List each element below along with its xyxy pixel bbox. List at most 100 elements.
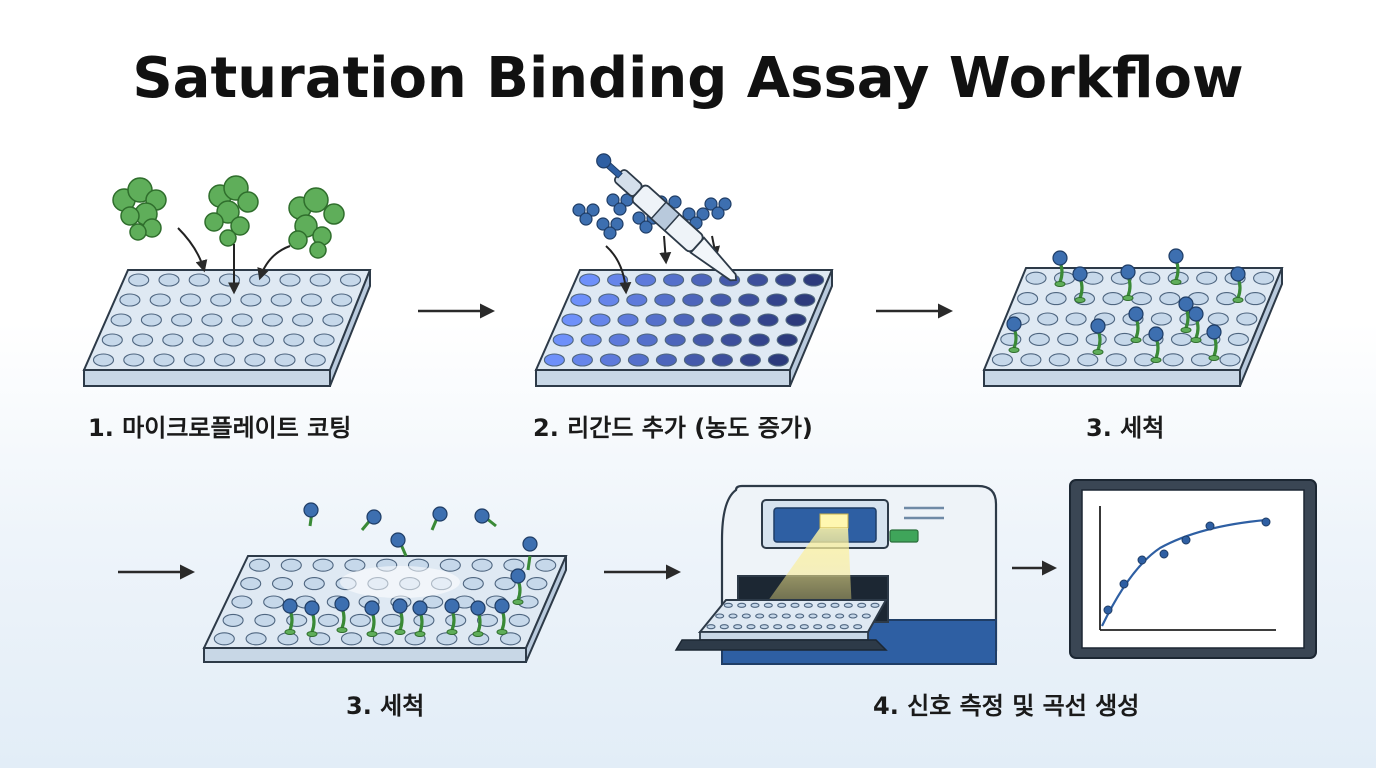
- well: [1000, 332, 1022, 346]
- well: [110, 313, 132, 327]
- well: [739, 353, 761, 367]
- well: [711, 353, 733, 367]
- well: [249, 273, 271, 287]
- well: [162, 333, 184, 347]
- well: [552, 333, 574, 347]
- microplate-2: [534, 269, 834, 387]
- well: [1025, 271, 1047, 285]
- well: [579, 273, 601, 287]
- well: [153, 353, 175, 367]
- well: [245, 632, 267, 646]
- well: [372, 632, 394, 646]
- well: [720, 333, 742, 347]
- well: [1150, 312, 1172, 326]
- well: [263, 595, 285, 609]
- well: [1037, 312, 1059, 326]
- well: [691, 273, 713, 287]
- well: [571, 353, 593, 367]
- step-2-label: 2. 리간드 추가 (농도 증가): [533, 414, 813, 442]
- well: [599, 353, 621, 367]
- well: [210, 293, 232, 307]
- well: [274, 353, 296, 367]
- well: [300, 293, 322, 307]
- well: [861, 613, 871, 619]
- well: [471, 558, 493, 572]
- well: [244, 353, 266, 367]
- well: [775, 273, 797, 287]
- well: [188, 273, 210, 287]
- well: [741, 613, 751, 619]
- well: [192, 333, 214, 347]
- bound-complex: [412, 600, 428, 637]
- well: [870, 602, 880, 608]
- well: [777, 602, 787, 608]
- data-points: [1103, 517, 1271, 615]
- well: [830, 602, 840, 608]
- well: [626, 293, 648, 307]
- well: [803, 273, 825, 287]
- well: [768, 613, 778, 619]
- bound-complex: [1128, 306, 1144, 343]
- well: [140, 313, 162, 327]
- well: [757, 313, 779, 327]
- well: [201, 313, 223, 327]
- well: [843, 602, 853, 608]
- well: [183, 353, 205, 367]
- well: [535, 558, 557, 572]
- well: [738, 293, 760, 307]
- well: [1085, 332, 1107, 346]
- well: [344, 558, 366, 572]
- bound-complex: [304, 600, 320, 637]
- well: [1162, 353, 1184, 367]
- well: [240, 577, 262, 591]
- step-3-label: 3. 세척: [1086, 414, 1165, 442]
- well: [462, 577, 484, 591]
- well: [322, 313, 344, 327]
- well: [1244, 292, 1266, 306]
- well: [128, 273, 150, 287]
- well: [750, 602, 760, 608]
- well: [101, 333, 123, 347]
- well: [292, 313, 314, 327]
- well: [817, 602, 827, 608]
- well: [715, 613, 725, 619]
- bound-complex: [1006, 316, 1022, 353]
- well: [1065, 312, 1087, 326]
- well: [445, 613, 467, 627]
- well: [381, 613, 403, 627]
- well: [786, 624, 796, 630]
- well: [826, 624, 836, 630]
- bound-complex: [444, 598, 460, 635]
- well: [1130, 292, 1152, 306]
- well: [222, 333, 244, 347]
- bound-complex: [392, 598, 408, 635]
- well: [231, 313, 253, 327]
- well: [240, 293, 262, 307]
- well: [340, 632, 363, 646]
- well: [857, 602, 867, 608]
- well: [1253, 271, 1275, 285]
- well: [728, 613, 738, 619]
- well: [279, 273, 301, 287]
- well: [636, 333, 658, 347]
- well: [839, 624, 849, 630]
- well: [1057, 332, 1079, 346]
- plate-reader-icon: [674, 484, 998, 665]
- step-3b-label: 3. 세척: [346, 692, 425, 720]
- well: [654, 293, 676, 307]
- bound-complex: [1072, 266, 1088, 303]
- well: [499, 632, 522, 646]
- well: [706, 624, 716, 630]
- saturation-curve: [1101, 518, 1267, 627]
- well: [570, 293, 592, 307]
- bound-complex: [282, 598, 298, 635]
- well: [439, 558, 461, 572]
- well: [1190, 353, 1213, 367]
- well: [119, 293, 141, 307]
- well: [808, 613, 818, 619]
- well: [589, 313, 611, 327]
- well: [1105, 353, 1127, 367]
- bound-complex: [1230, 266, 1246, 303]
- well: [1207, 312, 1229, 326]
